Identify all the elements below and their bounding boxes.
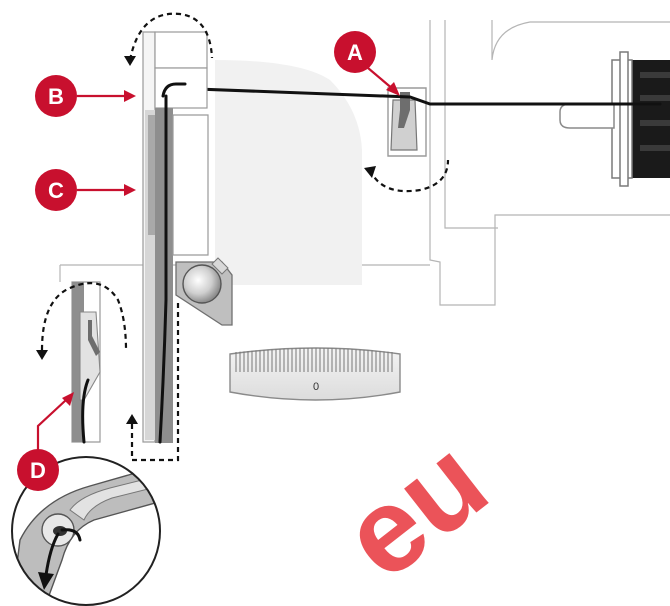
take-up-column [142,31,209,444]
tension-knob [175,257,233,326]
thread-guide-a [387,87,427,157]
dial-mark: 0 [313,381,319,393]
watermark: eu [318,413,511,605]
watermark-text: eu [318,413,511,605]
callout-d-label: D [30,458,46,483]
callout-d: D [17,392,74,491]
dial-ticks [235,348,393,372]
callout-b: B [35,75,136,117]
thread-spool [559,51,670,187]
machine-body [59,20,670,306]
stitch-dial: 0 [229,347,401,401]
callout-c-label: C [48,178,64,203]
needle-bar-area [71,281,101,444]
callout-c: C [35,169,136,211]
eye-inset [11,456,161,606]
callout-a: A [334,31,400,96]
motion-paths [36,12,450,462]
upper-thread [168,86,662,106]
callout-b-label: B [48,84,64,109]
callout-a-label: A [347,40,363,65]
